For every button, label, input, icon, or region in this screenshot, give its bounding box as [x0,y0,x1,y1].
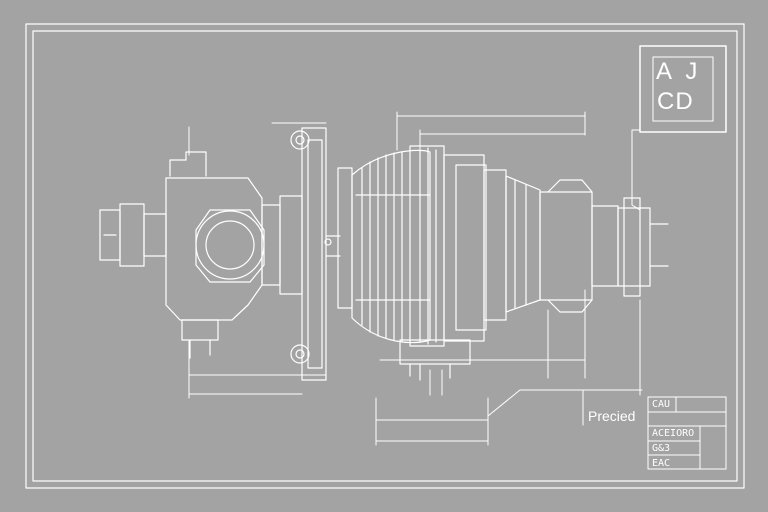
outer-frame [25,23,745,489]
outlet-flange [539,179,669,313]
pump-housing [165,151,303,359]
mounting-plate [290,127,341,381]
callout-label: Precied [588,408,636,424]
dimension-lines [188,111,641,446]
logo-mark-bottom: CD [657,88,694,115]
callout-leader [487,389,643,417]
motor-body [337,145,541,381]
title-block-cell: ACEIORO [652,428,695,439]
title-block-cell: G&3 [652,443,671,454]
logo-mark-top: A J [656,58,702,85]
title-block [647,396,727,470]
inner-frame [32,30,738,482]
logo-box [639,45,727,133]
inlet-flange [99,203,167,267]
title-block-cell: CAU [652,399,671,410]
title-block-cell: EAC [652,458,671,469]
